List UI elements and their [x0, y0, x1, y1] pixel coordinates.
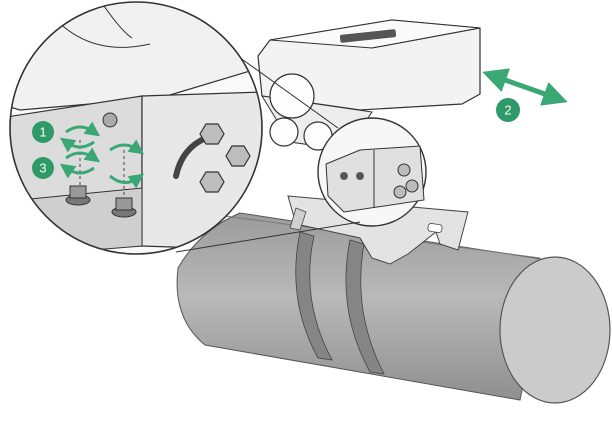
- pipe-end-face: [499, 256, 611, 404]
- adjustment-screw: [65, 140, 91, 206]
- rotate-tighten-arrows: [59, 147, 101, 179]
- hex-bolt: [199, 123, 225, 145]
- lens-window: [269, 73, 315, 119]
- slide-direction-arrow: [482, 68, 568, 106]
- mount-detail-circle: [317, 117, 427, 227]
- hex-bolt: [199, 171, 225, 193]
- zoom-leader-lines: [175, 51, 361, 253]
- step-badge-2: 2: [496, 98, 520, 122]
- housing-top-label: [339, 29, 397, 43]
- step-badge-3: 3: [32, 157, 54, 179]
- step-number-3: 3: [39, 161, 46, 176]
- rotate-loosen-arrows: [59, 121, 145, 189]
- adjustment-screw: [111, 150, 137, 218]
- pipe-bracket: [287, 195, 469, 265]
- hex-bolt: [225, 145, 251, 167]
- mounting-straps: [295, 231, 385, 375]
- ir-led-window: [269, 117, 299, 147]
- step-badge-1: 1: [32, 121, 54, 143]
- step-number-1: 1: [39, 125, 46, 140]
- step-number-2: 2: [504, 103, 511, 118]
